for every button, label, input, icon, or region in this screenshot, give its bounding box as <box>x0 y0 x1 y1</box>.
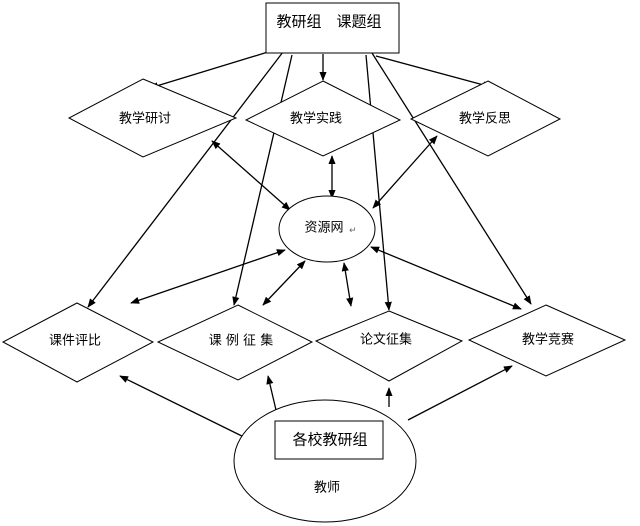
teaching-reflection-label: 教学反思 <box>459 111 511 127</box>
teaching-contest-diamond <box>467 304 627 377</box>
teaching-contest-label: 教学竞赛 <box>522 332 574 348</box>
teaching-reflection-diamond <box>409 80 562 157</box>
node-teaching-contest: 教学竞赛 <box>467 304 627 377</box>
node-teaching-research: 教学研讨 <box>67 78 238 158</box>
arrow-top-to-teaching-reflection <box>375 55 492 89</box>
arrow-resource-teaching-research <box>211 140 291 211</box>
arrow-resource-case-collection <box>262 260 306 306</box>
connectors <box>87 51 532 442</box>
arrow-resource-paper-collection <box>341 262 354 307</box>
arrow-top-to-paper-collection <box>365 54 392 311</box>
paper-collection-diamond <box>314 310 464 382</box>
node-resource-network: 资源网 ↵ <box>278 195 376 263</box>
case-collection-diamond <box>156 304 314 381</box>
school-groups-label: 各校教研组 <box>292 431 367 449</box>
node-courseware-compare: 课件评比 <box>1 302 155 383</box>
teachers-ellipse <box>233 399 417 523</box>
node-case-collection: 课 例 征 集 <box>156 304 314 381</box>
arrow-resource-teaching-reflection <box>372 135 438 209</box>
arrow-teachers-to-courseware-compare <box>119 375 253 442</box>
node-teachers: 各校教研组 教师 <box>233 399 417 523</box>
teachers-label: 教师 <box>314 480 340 496</box>
node-teaching-reflection: 教学反思 <box>409 80 562 157</box>
arrow-top-to-case-collection <box>232 54 293 306</box>
paper-collection-label: 论文征集 <box>360 332 412 348</box>
teaching-practice-diamond <box>244 80 402 157</box>
case-collection-label: 课 例 征 集 <box>209 333 273 349</box>
teaching-research-label: 教学研讨 <box>119 111 171 127</box>
arrow-teachers-to-teaching-contest <box>407 365 513 421</box>
resource-network-label: 资源网 <box>304 221 343 236</box>
return-mark-icon: ↵ <box>349 226 357 236</box>
resource-network-ellipse <box>278 195 376 263</box>
teaching-research-diamond <box>67 78 238 158</box>
courseware-compare-diamond <box>1 302 155 383</box>
arrow-resource-courseware-compare <box>130 249 286 304</box>
node-paper-collection: 论文征集 <box>314 310 464 382</box>
arrow-top-to-teaching-research <box>149 51 269 90</box>
teaching-practice-label: 教学实践 <box>290 111 342 127</box>
courseware-compare-label: 课件评比 <box>49 334 101 349</box>
arrow-resource-teaching-contest <box>370 246 522 310</box>
school-groups-box <box>274 420 384 460</box>
top-box: 教研组 课题组 <box>265 2 400 54</box>
top-box-label: 教研组 课题组 <box>276 13 381 31</box>
arrow-teachers-to-case-collection <box>266 375 277 411</box>
node-teaching-practice: 教学实践 <box>244 80 402 157</box>
arrow-top-to-courseware-compare <box>87 51 284 308</box>
top-box-frame <box>265 2 400 54</box>
